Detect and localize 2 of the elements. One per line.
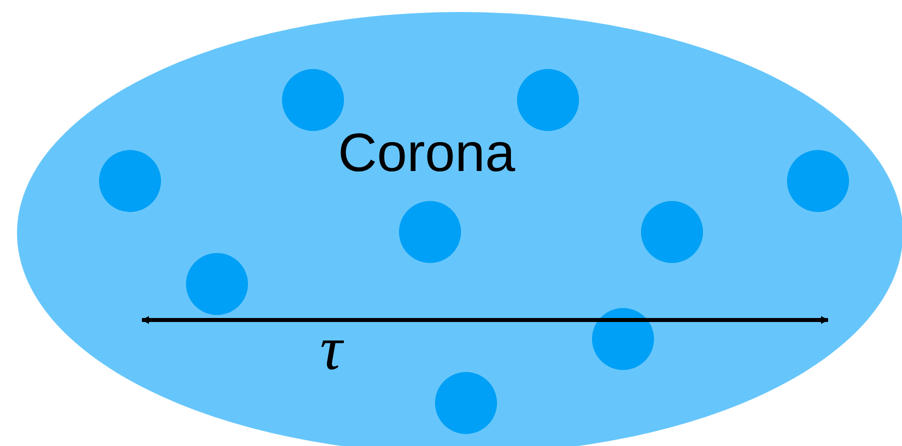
- dimension-label: τ: [320, 318, 342, 380]
- ellipse-label: Corona: [338, 126, 516, 180]
